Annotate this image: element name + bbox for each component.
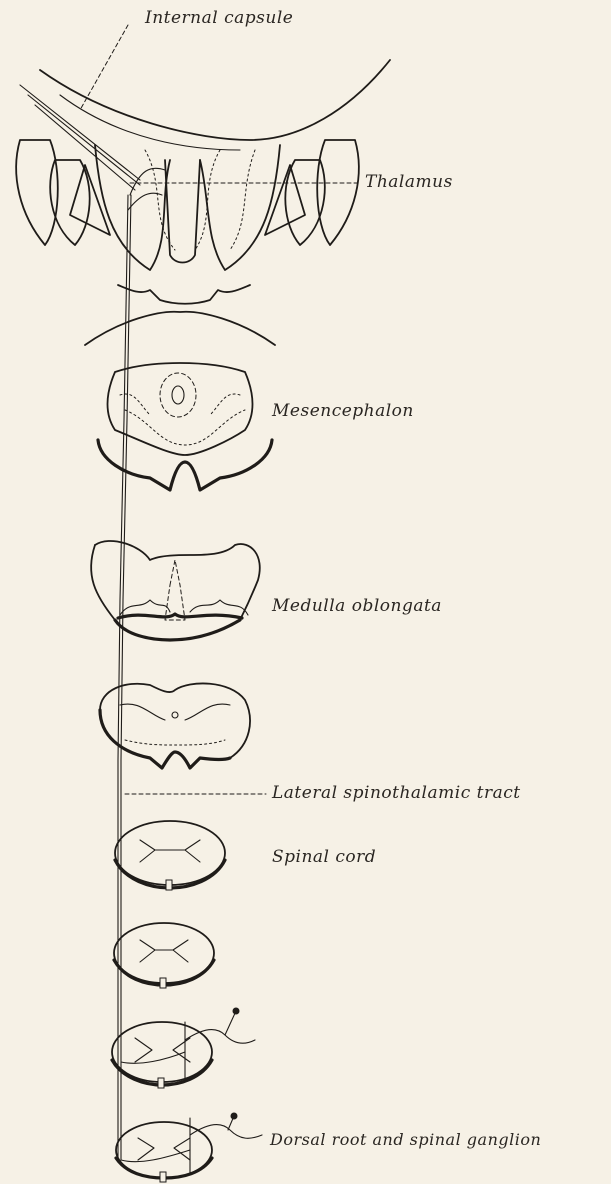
brain-section [16, 25, 390, 270]
label-spinal-cord: Spinal cord [272, 847, 376, 867]
peduncle-section [85, 285, 275, 345]
medulla-section [91, 541, 260, 640]
label-dorsal-root-and-spinal-ganglion: Dorsal root and spinal ganglion [270, 1130, 541, 1149]
spinal-cord-section-1 [115, 821, 225, 890]
label-mesencephalon: Mesencephalon [272, 401, 414, 421]
label-thalamus: Thalamus [365, 172, 453, 192]
spinothalamic-tract-fibers [118, 195, 190, 1162]
label-medulla-oblongata: Medulla oblongata [272, 596, 442, 616]
label-lateral-spinothalamic-tract: Lateral spinothalamic tract [272, 783, 521, 803]
cervical-section [100, 683, 250, 768]
label-internal-capsule: Internal capsule [145, 8, 293, 28]
spinal-cord-section-3 [112, 1008, 255, 1089]
spinal-cord-section-4 [116, 1113, 262, 1183]
spinal-cord-section-2 [114, 923, 214, 988]
